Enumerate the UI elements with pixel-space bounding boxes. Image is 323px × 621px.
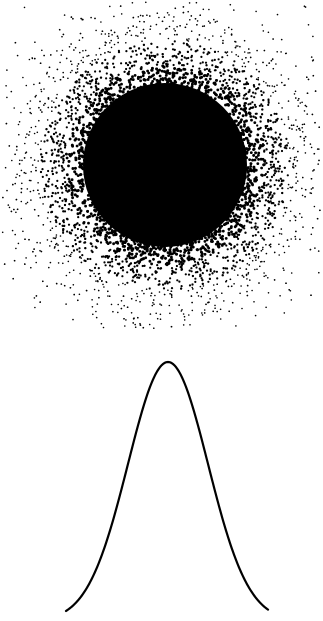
bell-curve-panel: [66, 362, 268, 611]
stippled-disc-panel: [2, 2, 321, 330]
bell-curve: [66, 362, 268, 611]
